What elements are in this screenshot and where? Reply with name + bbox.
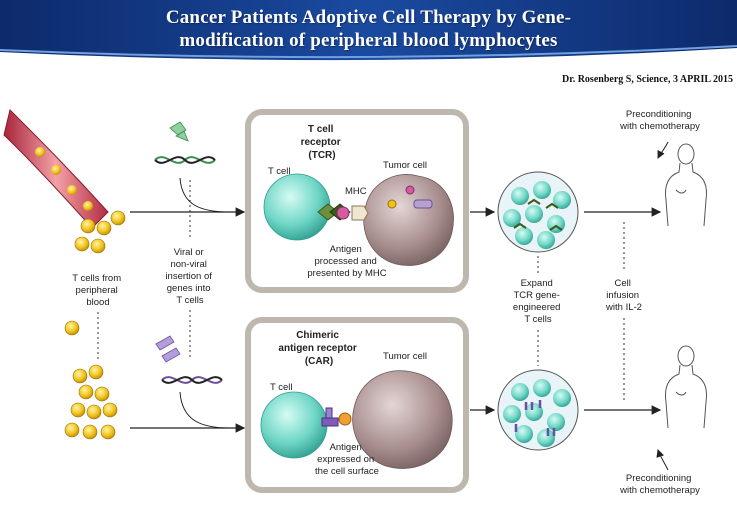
- mhc-label: MHC: [345, 186, 367, 197]
- tumor-cell-label-top: Tumor cell: [383, 160, 427, 171]
- arrow-precondition-bottom: [656, 449, 669, 471]
- title-banner: Cancer Patients Adoptive Cell Therapy by…: [0, 0, 737, 66]
- antigen-top: [336, 206, 350, 220]
- expanded-tcr-cells: [497, 171, 579, 253]
- tcr-title: T cell receptor (TCR): [301, 124, 344, 161]
- curve-tcr-gene: [179, 177, 231, 213]
- expand-label: Expand TCR gene- engineered T cells: [513, 278, 563, 325]
- mhc-molecule: [351, 205, 369, 221]
- antigen-label-bottom: Antigen expressed on the cell surface: [315, 442, 379, 477]
- banner-background: [0, 0, 737, 66]
- arrow-precondition-top: [657, 141, 669, 159]
- citation: Dr. Rosenberg S, Science, 3 APRIL 2015: [561, 74, 733, 85]
- antigen-label-top: Antigen processed and presented by MHC: [307, 244, 386, 279]
- t-cell-label-top: T cell: [268, 166, 291, 177]
- curve-car-gene: [179, 391, 231, 429]
- t-cells-extracted: [74, 210, 126, 254]
- tumor-cell-top: [363, 174, 454, 266]
- car-panel: Chimeric antigen receptor (CAR) T cell T…: [245, 317, 469, 493]
- tcr-panel: T cell receptor (TCR) T cell Tumor cell …: [245, 109, 469, 293]
- car-title: Chimeric antigen receptor (CAR): [278, 330, 359, 367]
- gene-insertion-label: Viral or non-viral insertion of genes in…: [165, 247, 214, 306]
- title-line-2: modification of peripheral blood lymphoc…: [179, 30, 558, 51]
- preconditioning-label-bottom: Preconditioning with chemotherapy: [619, 473, 700, 496]
- tumor-cell-bottom: [352, 370, 453, 469]
- expanded-car-cells: [497, 369, 579, 451]
- antigen-bottom: [338, 412, 352, 426]
- cell-infusion-label: Cell infusion with IL-2: [605, 278, 642, 313]
- patient-bottom: [665, 345, 707, 429]
- tcr-gene-icon: [154, 121, 216, 164]
- car-gene-icon: [155, 335, 223, 384]
- preconditioning-label-top: Preconditioning with chemotherapy: [619, 109, 700, 132]
- car-receptor: [321, 417, 339, 427]
- t-cell-label-bottom: T cell: [270, 382, 293, 393]
- patient-top: [665, 143, 707, 227]
- t-cell-top: [263, 173, 331, 241]
- t-cells-cluster: [64, 320, 118, 440]
- blood-vessel: [3, 109, 109, 229]
- slide-title: Cancer Patients Adoptive Cell Therapy by…: [0, 6, 737, 52]
- tumor-cell-label-bottom: Tumor cell: [383, 351, 427, 362]
- t-cell-bottom: [260, 391, 328, 459]
- title-line-1: Cancer Patients Adoptive Cell Therapy by…: [165, 7, 572, 28]
- t-cells-from-blood-label: T cells from peripheral blood: [72, 273, 124, 308]
